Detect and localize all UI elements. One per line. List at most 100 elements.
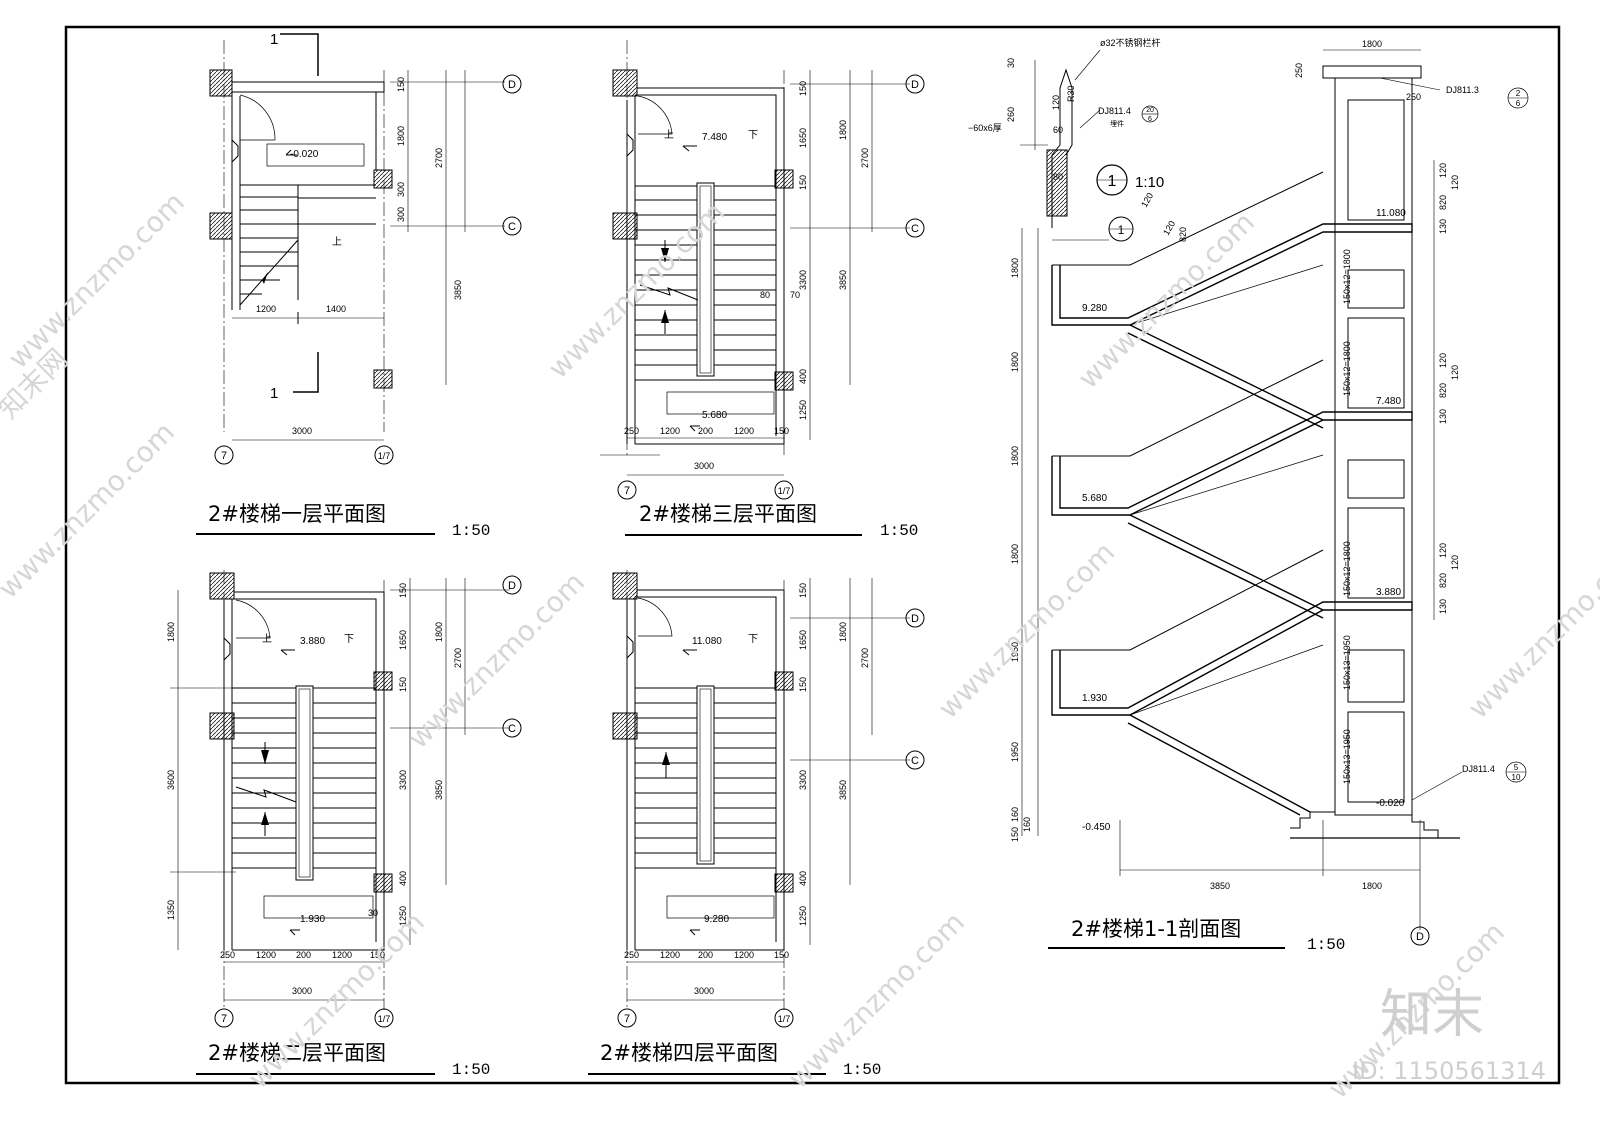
section-top-width: 1800: [1362, 39, 1382, 49]
plan4-dim-v3850: 3850: [838, 780, 848, 800]
watermark-site-10: www.znzmo.com: [1462, 536, 1600, 725]
plan1-axis-d: D: [508, 79, 516, 91]
section-ref-dj8114: DJ811.4: [1462, 764, 1495, 774]
plan3-dim-3000: 3000: [694, 461, 714, 471]
section-rail-dim-13: 130: [1438, 219, 1448, 234]
plan2-dim-250: 250: [220, 950, 235, 960]
section-detail-marker: 1: [1118, 223, 1125, 237]
plan1-dim-3850: 3850: [453, 280, 463, 300]
plan3-dim-70: 70: [790, 290, 800, 300]
plan2-dim-1200a: 1200: [256, 950, 276, 960]
section-ref-dj8113-num: 2: [1516, 89, 1521, 98]
section-left-dim-3: 1800: [1010, 446, 1020, 466]
section-right-dim-5: 150x13=1950: [1342, 729, 1352, 784]
plan4-title: 2#楼梯四层平面图: [600, 1041, 778, 1065]
plan2-dim-1200b: 1200: [332, 950, 352, 960]
section-right-dim-4: 150x13=1950: [1342, 635, 1352, 690]
watermark-site-5: www.znzmo.com: [402, 566, 591, 755]
plan3-axis-c: C: [911, 223, 919, 235]
plan1-dim-300b: 300: [396, 207, 406, 222]
plan3-axis-right: 1/7: [778, 486, 791, 496]
section-left-dim-4: 1800: [1010, 544, 1020, 564]
section-left-dim-9: 150: [1010, 827, 1020, 842]
plan2-dim-150: 150: [370, 950, 385, 960]
plan4-dim-v150b: 150: [798, 677, 808, 692]
plan1-section-mark-top: 1: [270, 31, 278, 48]
section-right-dim-1: 150x12=1800: [1342, 249, 1352, 304]
watermark-logo: 知末: [1380, 985, 1484, 1045]
plan3-up-label: 上: [664, 129, 674, 141]
plan3-dim-80: 80: [760, 290, 770, 300]
section-level-11080: 11.080: [1376, 208, 1406, 219]
section-ref-dj8114-den: 10: [1512, 773, 1521, 782]
plan4-dim-v1800: 1800: [838, 622, 848, 642]
section-rail-dim-7: 120: [1438, 543, 1448, 558]
section-rail-dim-2: 120: [1450, 175, 1460, 190]
plan4-dim-v400: 400: [798, 871, 808, 886]
plan3-axis-left: 7: [624, 485, 630, 497]
plan2-dim-v1800: 1800: [434, 622, 444, 642]
section-rail-dim-12: 820: [1178, 227, 1188, 242]
plan2-dim-3000: 3000: [292, 986, 312, 996]
section-bottom-dim-1800: 1800: [1362, 881, 1382, 891]
plan3-axis-d: D: [911, 79, 919, 91]
watermark-site-1: www.znzmo.com: [2, 186, 191, 375]
detail-dim-260: 260: [1006, 107, 1016, 122]
section-rail-dim-14: 130: [1438, 409, 1448, 424]
section-rail-dim-11: 120: [1161, 219, 1177, 237]
section-title: 2#楼梯1-1剖面图: [1071, 917, 1241, 941]
plan3-dim-v150b: 150: [798, 175, 808, 190]
plan2-dim-v3850: 3850: [434, 780, 444, 800]
sheet-border: [64, 25, 1561, 1085]
plan3-scale: 1:50: [880, 522, 918, 540]
section-left-dim-5: 1950: [1010, 642, 1020, 662]
plan2-axis-d: D: [508, 580, 516, 592]
section-rail-dim-1: 120: [1438, 163, 1448, 178]
detail-dim-30: 30: [1006, 58, 1016, 68]
watermark-id: ID: 1150561314: [1352, 1057, 1546, 1085]
plan2-dim-30: 30: [368, 908, 378, 918]
plan4-axis-d: D: [911, 613, 919, 625]
section-ref-dj8113: DJ811.3: [1446, 85, 1479, 95]
detail-ref: DJ811.4: [1098, 106, 1131, 116]
plan2-dim-l1350: 1350: [166, 900, 176, 920]
section-top-h: 250: [1294, 63, 1304, 78]
section-left-dim-7: 160: [1010, 807, 1020, 822]
plan2-axis-left: 7: [221, 1013, 227, 1025]
plan4-scale: 1:50: [843, 1061, 881, 1079]
detail-radius: R30: [1066, 85, 1076, 102]
section-rail-dim-5: 120: [1450, 365, 1460, 380]
detail-scale: 1:10: [1135, 174, 1164, 191]
detail-ref-num: 20: [1146, 107, 1154, 114]
plan1-level: -0.020: [290, 149, 319, 160]
plan3-dim-250: 250: [624, 426, 639, 436]
plan2-dim-l1800: 1800: [166, 622, 176, 642]
plan3-dim-1200b: 1200: [734, 426, 754, 436]
plan3-dim-v2700: 2700: [860, 148, 870, 168]
plan4-dim-150: 150: [774, 950, 789, 960]
detail-dim-80: 80: [1053, 172, 1063, 182]
detail-marker: 1: [1108, 173, 1117, 190]
section-left-dim-8: 160: [1022, 817, 1032, 832]
plan4-dim-200: 200: [698, 950, 713, 960]
section-rail-dim-10: 120: [1139, 191, 1155, 209]
plan4-dim-250: 250: [624, 950, 639, 960]
plan1-dim-3000: 3000: [292, 426, 312, 436]
section-bottom-dim-3850: 3850: [1210, 881, 1230, 891]
plan3-dim-v3850: 3850: [838, 270, 848, 290]
section-right-dim-2: 150x12=1800: [1342, 341, 1352, 396]
section-rail-dim-6: 820: [1438, 383, 1448, 398]
plan3-dim-v400: 400: [798, 369, 808, 384]
plan1-dim-150: 150: [396, 77, 406, 92]
plan4-dim-v150: 150: [798, 583, 808, 598]
plan1-dim-1400: 1400: [326, 304, 346, 314]
plan2-level-top: 3.880: [300, 636, 325, 647]
plan3-dim-1200a: 1200: [660, 426, 680, 436]
section-ref-dj8114-num: 5: [1514, 763, 1519, 772]
plan3-down-label: 下: [748, 130, 758, 141]
plan1-dim-2700: 2700: [434, 148, 444, 168]
plan1-up-label: 上: [332, 236, 342, 248]
plan3-dim-v1650: 1650: [798, 128, 808, 148]
plan3-dim-v150: 150: [798, 81, 808, 96]
